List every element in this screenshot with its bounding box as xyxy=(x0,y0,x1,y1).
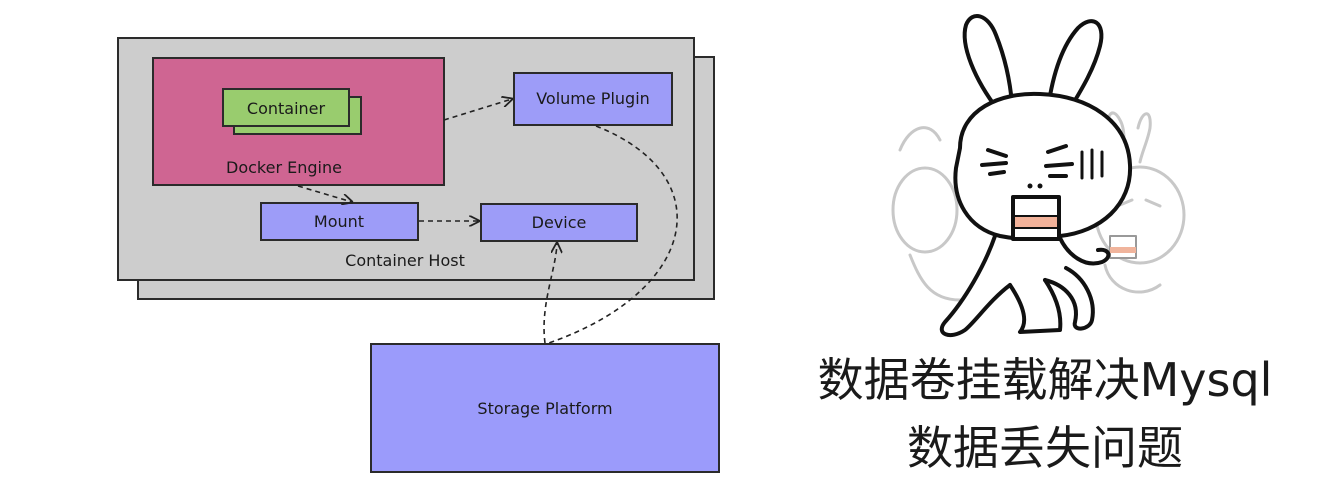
rabbit-sticker-icon xyxy=(891,14,1186,338)
caption-line-1: 数据卷挂载解决Mysql xyxy=(817,353,1273,407)
volume-plugin-label: Volume Plugin xyxy=(536,89,650,108)
mount-box xyxy=(260,202,419,241)
arrow-engine-to-mount xyxy=(297,185,352,202)
storage-platform-box xyxy=(370,343,720,473)
device-label: Device xyxy=(532,213,587,232)
arrow-storage-to-device xyxy=(543,243,557,344)
container-box xyxy=(222,88,350,127)
container-host-label: Container Host xyxy=(345,251,465,270)
arrow-engine-to-plugin xyxy=(443,99,512,121)
device-box xyxy=(480,203,638,242)
storage-platform-label: Storage Platform xyxy=(477,399,612,418)
link-plugin-to-storage xyxy=(548,125,678,344)
volume-plugin-box xyxy=(513,72,673,126)
caption-line-2: 数据丢失问题 xyxy=(907,421,1183,475)
container-label: Container xyxy=(247,99,326,118)
mount-label: Mount xyxy=(314,212,364,231)
docker-engine-label: Docker Engine xyxy=(226,158,342,177)
